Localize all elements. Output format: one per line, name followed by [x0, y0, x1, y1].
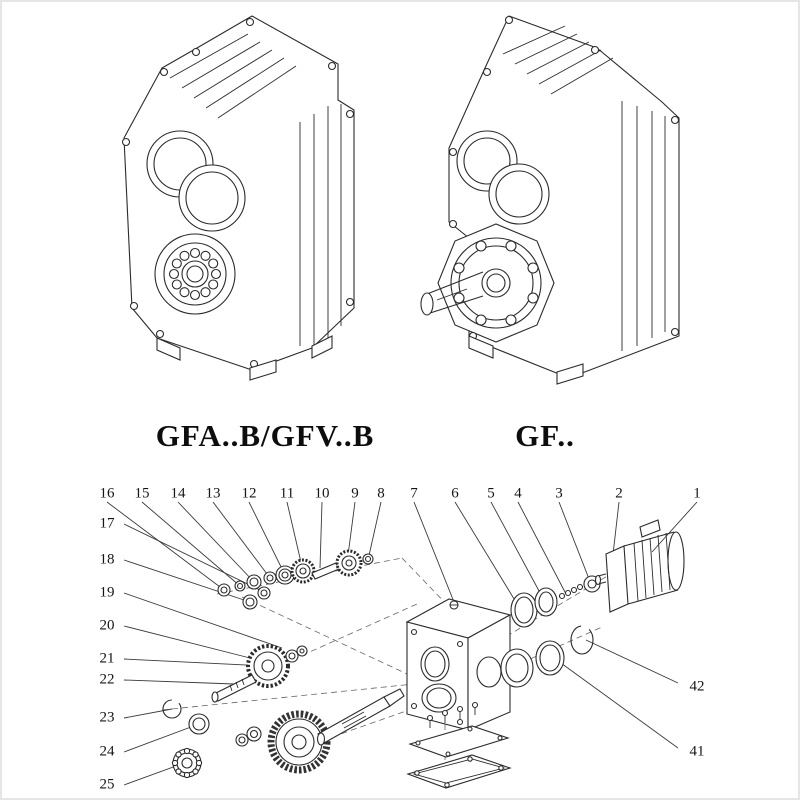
- gearbox-drawing-gfab: [121, 15, 355, 381]
- part-callout: 15: [134, 485, 150, 502]
- part-callout: 4: [514, 485, 522, 502]
- part-callout: 19: [99, 584, 115, 601]
- part-callout: 41: [689, 743, 705, 760]
- gf-side-ribs: [621, 101, 666, 351]
- part-callout: 14: [170, 485, 186, 502]
- gf-bores: [456, 130, 550, 225]
- gfab-feet: [156, 335, 333, 381]
- gfab-bearing: [154, 233, 236, 315]
- part-callout: 8: [377, 485, 385, 502]
- upper-parts-cluster: [217, 549, 374, 610]
- part-callout: 22: [99, 671, 115, 688]
- ring-parts: [500, 575, 601, 688]
- part-callout: 2: [615, 485, 623, 502]
- part-callout: 5: [487, 485, 495, 502]
- housing-part: [405, 598, 512, 731]
- cover-parts: [406, 701, 512, 789]
- exploded-view-drawing: [106, 501, 698, 789]
- part-callout: 12: [241, 485, 257, 502]
- part-callout: 11: [279, 485, 295, 502]
- gfab-top-ribs: [169, 33, 297, 119]
- motor-part: [594, 519, 685, 613]
- model-label-gfab: GFA..B/GFV..B: [155, 418, 375, 453]
- gearbox-drawing-gf: [420, 15, 680, 385]
- gf-output-shaft: [420, 271, 484, 316]
- part-callout: 18: [99, 551, 115, 568]
- part-callout: 6: [451, 485, 459, 502]
- part-callout: 42: [689, 678, 705, 695]
- part-callout: 3: [555, 485, 563, 502]
- gf-output-flange: [437, 223, 555, 343]
- part-callout: 23: [99, 709, 115, 726]
- part-callout: 1: [693, 485, 701, 502]
- part-callout: 7: [410, 485, 418, 502]
- part-callout: 17: [99, 515, 115, 532]
- part-callout: 13: [205, 485, 221, 502]
- gfab-side-ribs: [299, 104, 342, 350]
- middle-gear-cluster: [211, 644, 308, 703]
- callout-leader-lines: [106, 501, 698, 786]
- part-callout: 9: [351, 485, 359, 502]
- part-callout: 16: [99, 485, 115, 502]
- part-callout: 24: [99, 743, 115, 760]
- gf-feet: [468, 335, 584, 385]
- part-callout: 25: [99, 776, 115, 793]
- lower-gear-cluster: [162, 688, 405, 779]
- gfab-bores: [146, 130, 246, 232]
- model-label-gf: GF..: [515, 418, 575, 453]
- part-callout: 21: [99, 650, 115, 667]
- gf-top-ribs: [502, 25, 614, 95]
- gfab-bolt-holes: [121, 17, 355, 369]
- part-callout: 10: [314, 485, 330, 502]
- gf-bolt-holes: [448, 15, 680, 379]
- part-callout: 20: [99, 617, 115, 634]
